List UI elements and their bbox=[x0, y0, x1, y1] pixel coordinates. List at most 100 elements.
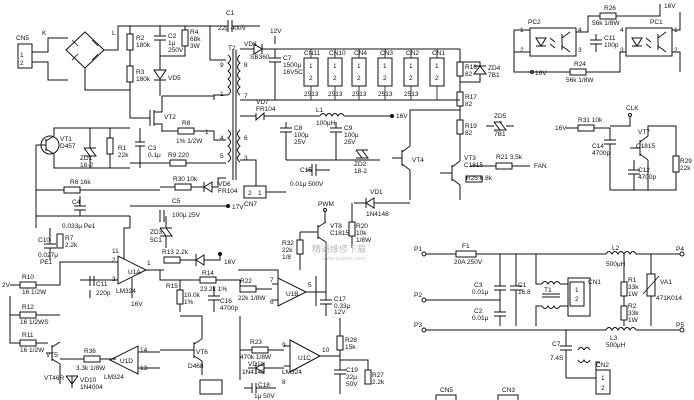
label-r32: R32 bbox=[282, 240, 294, 247]
capacitor-c7 bbox=[269, 49, 281, 100]
label-12v-b: 12V bbox=[334, 309, 346, 316]
resistor-r9 bbox=[169, 159, 187, 167]
label-c5: C5 bbox=[172, 198, 181, 205]
svg-text:2: 2 bbox=[357, 75, 361, 82]
resistor-r13 bbox=[163, 256, 181, 264]
label-vd7-value: FR104 bbox=[256, 106, 276, 113]
label-r27-value: 2.2k bbox=[372, 379, 385, 386]
label-12v-top: 12V bbox=[270, 28, 282, 35]
resistor-r7 bbox=[56, 233, 64, 249]
label-p1: P1 bbox=[414, 246, 422, 253]
label-c5-value: 100μ 25V bbox=[172, 212, 201, 219]
label-r26: R26 bbox=[604, 5, 616, 12]
label-p3: P3 bbox=[414, 322, 422, 329]
label-c16-value: 4700p bbox=[220, 305, 238, 312]
svg-text:4: 4 bbox=[220, 135, 224, 142]
label-vt8: VT8 bbox=[330, 223, 342, 230]
resistor-r4 bbox=[181, 29, 189, 47]
resistor-r32 bbox=[296, 239, 304, 255]
label-lm324-a: LM324 bbox=[116, 288, 136, 295]
resistor-r20 bbox=[348, 221, 356, 237]
label-c18-value: 1μ 50V bbox=[254, 393, 275, 400]
svg-text:1: 1 bbox=[258, 190, 262, 197]
label-zd3: ZD3 bbox=[150, 229, 163, 236]
label-u1a: U1A bbox=[128, 269, 141, 276]
label-r3: R3 bbox=[136, 69, 145, 76]
label-c3: C3 bbox=[148, 145, 157, 152]
watermark-url: www.gzweix.com bbox=[322, 256, 365, 262]
label-c9-voltage: 25V bbox=[344, 139, 356, 146]
label-c12: C12 bbox=[638, 167, 650, 174]
svg-text:2: 2 bbox=[309, 75, 313, 82]
label-vt5-value: VT46R bbox=[44, 375, 65, 382]
label-r2-value: 180k bbox=[136, 42, 151, 49]
label-vt2: VT2 bbox=[164, 114, 176, 121]
label-vd11: VD11 bbox=[248, 361, 264, 368]
label-c2-value: 1μ bbox=[168, 40, 176, 47]
label-c9: C9 bbox=[344, 125, 353, 132]
capacitor-c9 bbox=[330, 122, 342, 160]
capacitor-c2 bbox=[154, 26, 166, 56]
capacitor-c11b bbox=[590, 34, 602, 52]
capacitor-c11 bbox=[80, 276, 100, 298]
label-vt4: VT4 bbox=[412, 157, 424, 164]
label-17v: 17V bbox=[232, 204, 244, 211]
label-fan: FAN bbox=[534, 163, 547, 170]
label-u1d: U1D bbox=[120, 358, 133, 365]
label-p4: P4 bbox=[676, 246, 684, 253]
resistor-r29 bbox=[672, 155, 680, 173]
label-r36: R36 bbox=[84, 348, 96, 355]
label-vt6-value: D468 bbox=[188, 363, 204, 370]
svg-text:2: 2 bbox=[674, 47, 678, 54]
label-c10-value: 0.027μ bbox=[38, 252, 58, 259]
label-16v-f: 16V bbox=[555, 125, 567, 132]
capacitor-c17 bbox=[320, 292, 332, 316]
svg-text:2: 2 bbox=[520, 47, 524, 54]
label-r1b: R1 bbox=[628, 277, 637, 284]
svg-text:1: 1 bbox=[205, 129, 209, 136]
svg-text:1: 1 bbox=[147, 260, 151, 267]
label-2513-d: 2513 bbox=[378, 91, 393, 98]
block-bottom bbox=[199, 379, 223, 395]
label-vd6-value: FR104 bbox=[218, 188, 238, 195]
label-c15: C15 bbox=[300, 167, 312, 174]
capacitor-c7b bbox=[560, 330, 572, 378]
label-r32-power: 1/8 bbox=[282, 254, 291, 261]
label-r29: R29 bbox=[680, 158, 692, 165]
inductor-l3 bbox=[605, 327, 637, 331]
resistor-r23 bbox=[251, 346, 269, 354]
resistor-r22 bbox=[239, 285, 257, 293]
svg-text:11: 11 bbox=[112, 248, 119, 255]
label-r2b-power: 1W bbox=[628, 317, 639, 324]
zener-zd5 bbox=[493, 121, 507, 131]
label-r28: R28 bbox=[345, 337, 357, 344]
label-vd1-value: 1N4148 bbox=[366, 211, 389, 218]
label-2513-c: 2513 bbox=[352, 91, 367, 98]
svg-text:1: 1 bbox=[20, 52, 24, 59]
label-cn5: CN5 bbox=[16, 35, 29, 42]
capacitor-c5 bbox=[159, 210, 165, 222]
resistor-r21 bbox=[495, 162, 513, 170]
label-l3-value: 500μH bbox=[606, 342, 626, 349]
label-clk: CLK bbox=[626, 105, 639, 112]
label-r9: R9 220 bbox=[168, 152, 189, 159]
label-vt7-value: C1815 bbox=[636, 143, 656, 150]
label-2513-b: 2513 bbox=[328, 91, 343, 98]
capacitor-c3b bbox=[494, 254, 506, 300]
label-r6: R6 16k bbox=[70, 179, 91, 186]
label-c18: C18 bbox=[258, 382, 270, 389]
label-zd5: ZD5 bbox=[494, 113, 507, 120]
label-c12-value: 4700p bbox=[638, 174, 656, 181]
label-r15: R15 bbox=[166, 283, 178, 290]
label-zd2: ZD2 bbox=[354, 161, 367, 168]
connector-cn3-bottom bbox=[497, 394, 519, 400]
label-c16: C16 bbox=[220, 298, 232, 305]
label-vt1-value: D457 bbox=[60, 143, 76, 150]
label-pc2: PC2 bbox=[528, 19, 541, 26]
resistor-r26 bbox=[599, 12, 617, 20]
label-vd10-value: 1N4004 bbox=[80, 384, 103, 391]
label-vd8: VD8 bbox=[244, 41, 257, 48]
capacitor-c8 bbox=[280, 122, 292, 160]
label-2513-e: 2513 bbox=[404, 91, 419, 98]
